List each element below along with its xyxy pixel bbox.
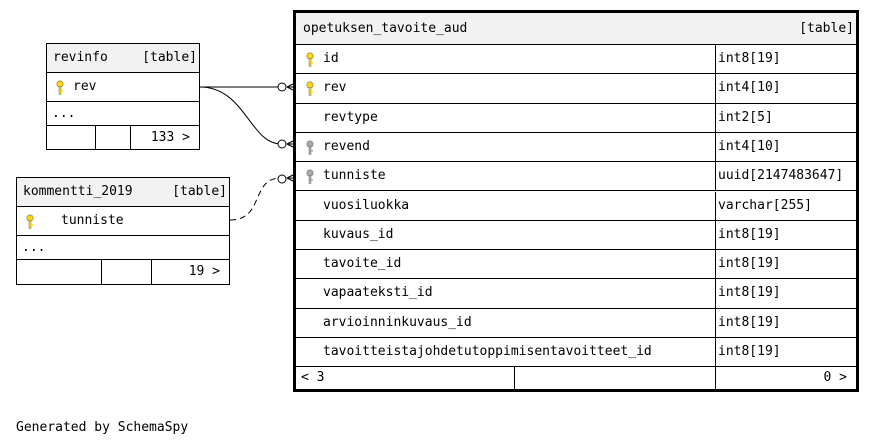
children-count-link[interactable]: 133 >	[150, 130, 190, 145]
more-columns-row: ...	[17, 236, 229, 260]
column-name: tavoite_id	[323, 256, 402, 272]
column-name: arvioinninkuvaus_id	[323, 314, 472, 330]
table-header: opetuksen_tavoite_aud [table]	[296, 13, 856, 45]
children-count-link[interactable]: 19 >	[188, 264, 220, 279]
table-type-label: [table]	[799, 21, 854, 36]
column-name: vapaateksti_id	[323, 285, 433, 301]
column-row[interactable]: revtype int2[5]	[296, 103, 856, 133]
column-name: rev	[323, 80, 347, 96]
optional-marker	[277, 139, 287, 149]
column-name: kuvaus_id	[323, 226, 394, 242]
column-name: revend	[323, 138, 370, 154]
table-revinfo[interactable]: revinfo [table] rev ... 133 >	[46, 43, 200, 150]
table-name: revinfo	[53, 50, 108, 65]
table-opetuksen-tavoite-aud[interactable]: opetuksen_tavoite_aud [table] id int8[19]…	[293, 10, 859, 392]
footer-credit: Generated by SchemaSpy	[16, 420, 189, 435]
foreign-key-icon	[306, 168, 314, 185]
more-columns-text: ...	[22, 240, 46, 255]
column-row[interactable]: vuosiluokka varchar[255]	[296, 191, 856, 221]
children-count-link[interactable]: 0 >	[823, 370, 847, 385]
relations-row: 19 >	[17, 260, 229, 284]
primary-key-icon	[306, 80, 314, 97]
column-type: int8[19]	[718, 314, 781, 330]
column-row[interactable]: revend int4[10]	[296, 132, 856, 163]
link-kommentti-to-tunniste	[229, 177, 282, 221]
column-row[interactable]: tunniste	[17, 207, 229, 236]
optional-marker	[277, 174, 287, 184]
column-name: revtype	[323, 109, 378, 125]
column-type: int8[19]	[718, 285, 781, 301]
column-row[interactable]: tunniste uuid[2147483647]	[296, 162, 856, 192]
table-type-label: [table]	[172, 184, 227, 199]
column-name: tunniste	[61, 213, 124, 228]
table-kommentti-2019[interactable]: kommentti_2019 [table] tunniste ... 19 >	[16, 177, 230, 285]
column-type: int8[19]	[718, 226, 781, 242]
column-row[interactable]: kuvaus_id int8[19]	[296, 220, 856, 251]
table-header: kommentti_2019 [table]	[17, 178, 229, 207]
link-revinfo-rev-to-revend	[199, 86, 282, 145]
foreign-key-icon	[306, 139, 314, 155]
table-type-label: [table]	[142, 50, 197, 65]
column-row[interactable]: arvioinninkuvaus_id int8[19]	[296, 308, 856, 338]
column-type: int4[10]	[718, 138, 781, 154]
optional-marker	[277, 82, 287, 92]
column-name: tavoitteistajohdetutoppimisentavoitteet_…	[323, 344, 652, 359]
column-row[interactable]: tavoitteistajohdetutoppimisentavoitteet_…	[296, 338, 856, 368]
table-name: opetuksen_tavoite_aud	[303, 21, 468, 36]
primary-key-icon	[26, 213, 34, 229]
column-type: uuid[2147483647]	[718, 168, 844, 184]
column-type: int4[10]	[718, 80, 781, 96]
column-row[interactable]: rev	[47, 73, 199, 102]
relations-row: < 3 0 >	[296, 367, 856, 389]
column-name: vuosiluokka	[323, 197, 410, 213]
column-type: int8[19]	[718, 51, 781, 66]
primary-key-icon	[306, 51, 314, 67]
column-row[interactable]: id int8[19]	[296, 45, 856, 75]
column-type: int2[5]	[718, 109, 773, 125]
table-header: revinfo [table]	[47, 44, 199, 73]
parents-count-link[interactable]: < 3	[301, 370, 325, 385]
table-name: kommentti_2019	[23, 184, 133, 199]
more-columns-row: ...	[47, 102, 199, 126]
column-type: varchar[255]	[718, 197, 812, 213]
column-type: int8[19]	[718, 344, 781, 359]
column-row[interactable]: rev int4[10]	[296, 74, 856, 104]
relations-row: 133 >	[47, 126, 199, 149]
column-name: rev	[73, 79, 97, 94]
column-name: id	[323, 51, 339, 66]
more-columns-text: ...	[52, 106, 76, 121]
column-row[interactable]: vapaateksti_id int8[19]	[296, 279, 856, 309]
primary-key-icon	[56, 79, 64, 95]
column-type: int8[19]	[718, 256, 781, 272]
column-row[interactable]: tavoite_id int8[19]	[296, 250, 856, 280]
column-name: tunniste	[323, 168, 386, 184]
